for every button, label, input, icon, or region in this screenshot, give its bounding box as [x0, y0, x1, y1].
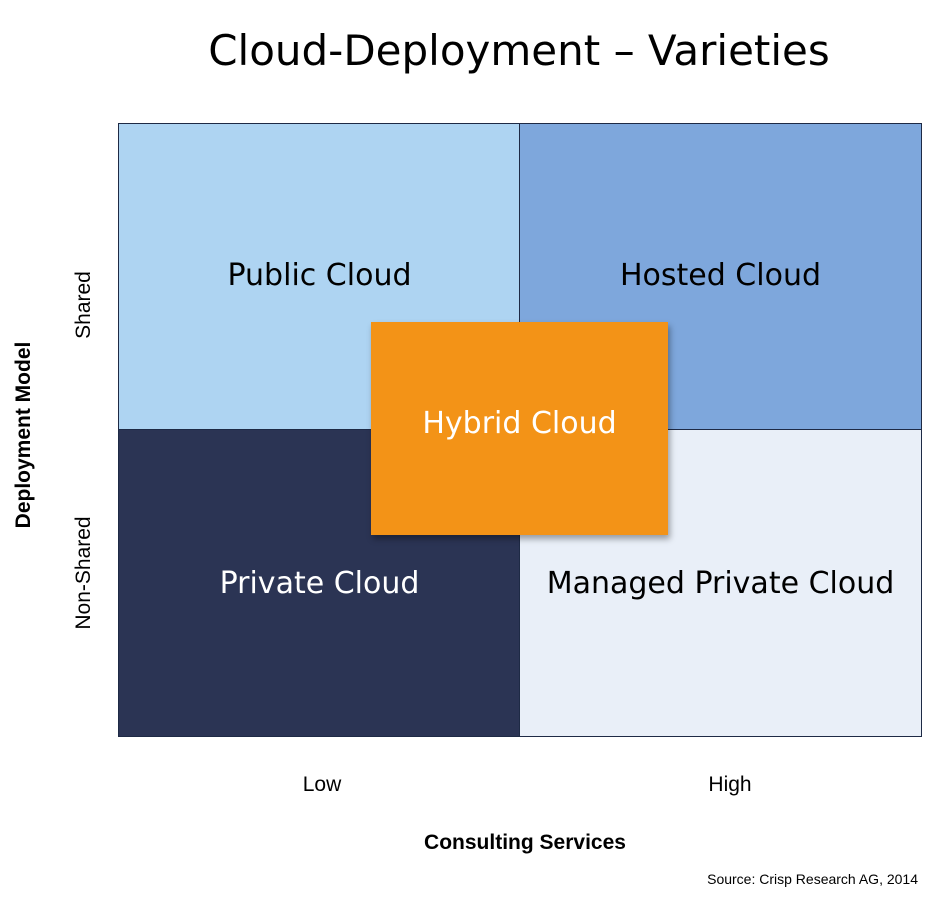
quadrant-label-hosted-cloud: Hosted Cloud [619, 257, 822, 293]
quadrant-label-managed-private-cloud: Managed Private Cloud [546, 565, 895, 601]
quadrant-label-private-cloud: Private Cloud [219, 565, 420, 601]
hybrid-cloud-label: Hybrid Cloud [422, 406, 617, 441]
source-note: Source: Crisp Research AG, 2014 [707, 871, 918, 887]
x-tick-low: Low [302, 773, 342, 796]
quadrant-matrix: Public Cloud Hosted Cloud Private Cloud … [118, 123, 922, 737]
quadrant-public-cloud: Public Cloud [118, 123, 521, 431]
x-tick-high: High [708, 773, 752, 796]
diagram-title: Cloud-Deployment – Varieties [208, 26, 830, 75]
quadrant-managed-private-cloud: Managed Private Cloud [519, 429, 922, 737]
quadrant-label-public-cloud: Public Cloud [227, 257, 412, 293]
y-tick-non-shared: Non-Shared [72, 516, 95, 630]
y-axis-title: Deployment Model [12, 341, 35, 529]
hybrid-cloud-box: Hybrid Cloud [371, 322, 668, 535]
x-axis-title: Consulting Services [424, 831, 626, 854]
y-tick-shared: Shared [72, 271, 95, 339]
